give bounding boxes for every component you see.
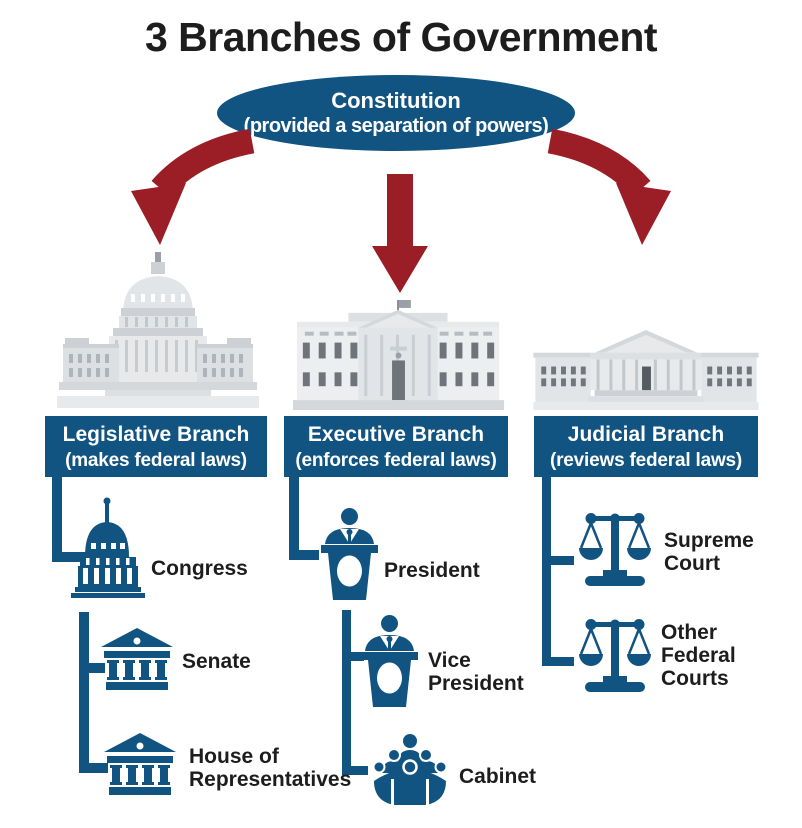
other-federal-courts-label: Other Federal Courts	[661, 621, 736, 690]
connector-line	[79, 612, 89, 773]
connector-line	[52, 477, 62, 562]
connector-line	[289, 550, 319, 560]
congress-label: Congress	[151, 557, 248, 580]
speaker-podium-icon	[361, 615, 418, 707]
connector-line	[542, 556, 574, 565]
capitol-dome-icon	[71, 497, 145, 598]
connector-line	[289, 477, 299, 560]
cabinet-label: Cabinet	[459, 765, 537, 788]
legislative-branch-subtitle: (makes federal laws)	[65, 449, 247, 471]
classical-building-icon	[101, 628, 173, 690]
connector-line	[542, 477, 551, 666]
scales-of-justice-icon	[579, 619, 651, 692]
connector-line	[52, 552, 86, 562]
connector-line	[342, 766, 368, 775]
people-group-icon	[372, 734, 448, 805]
executive-branch-subtitle: (enforces federal laws)	[295, 449, 497, 471]
vice-president-label: Vice President	[428, 649, 524, 695]
down-arrow-icon	[372, 174, 428, 293]
speaker-podium-icon	[321, 508, 378, 600]
classical-building-icon	[104, 733, 176, 795]
white-house-building	[292, 299, 505, 410]
connector-line	[79, 763, 108, 773]
judicial-branch-title: Judicial Branch	[567, 422, 725, 446]
us-capitol-building	[57, 252, 259, 408]
senate-label: Senate	[182, 650, 251, 673]
supreme-court-label: Supreme Court	[664, 529, 754, 575]
right-curved-arrow-icon	[547, 128, 671, 245]
judicial-branch-subtitle: (reviews federal laws)	[549, 449, 743, 471]
page-title: 3 Branches of Government	[144, 14, 658, 60]
house-of-representatives-label: House of Representatives	[189, 745, 352, 791]
constitution-title: Constitution	[331, 88, 461, 113]
judicial-branch-bar: Judicial Branch (reviews federal laws)	[534, 416, 758, 477]
supreme-court-building	[533, 329, 759, 410]
scales-of-justice-icon	[579, 513, 651, 586]
legislative-branch-title: Legislative Branch	[62, 422, 250, 446]
president-label: President	[384, 559, 480, 582]
executive-branch-bar: Executive Branch (enforces federal laws)	[284, 416, 508, 477]
connector-line	[342, 652, 364, 661]
connector-line	[79, 663, 105, 673]
connector-line	[342, 610, 351, 775]
constitution-subtitle: (provided a separation of powers)	[243, 115, 549, 137]
legislative-branch-bar: Legislative Branch (makes federal laws)	[45, 416, 267, 477]
executive-branch-title: Executive Branch	[307, 422, 485, 446]
left-curved-arrow-icon	[131, 128, 255, 245]
constitution-node: Constitution (provided a separation of p…	[217, 75, 575, 151]
connector-line	[542, 657, 574, 666]
